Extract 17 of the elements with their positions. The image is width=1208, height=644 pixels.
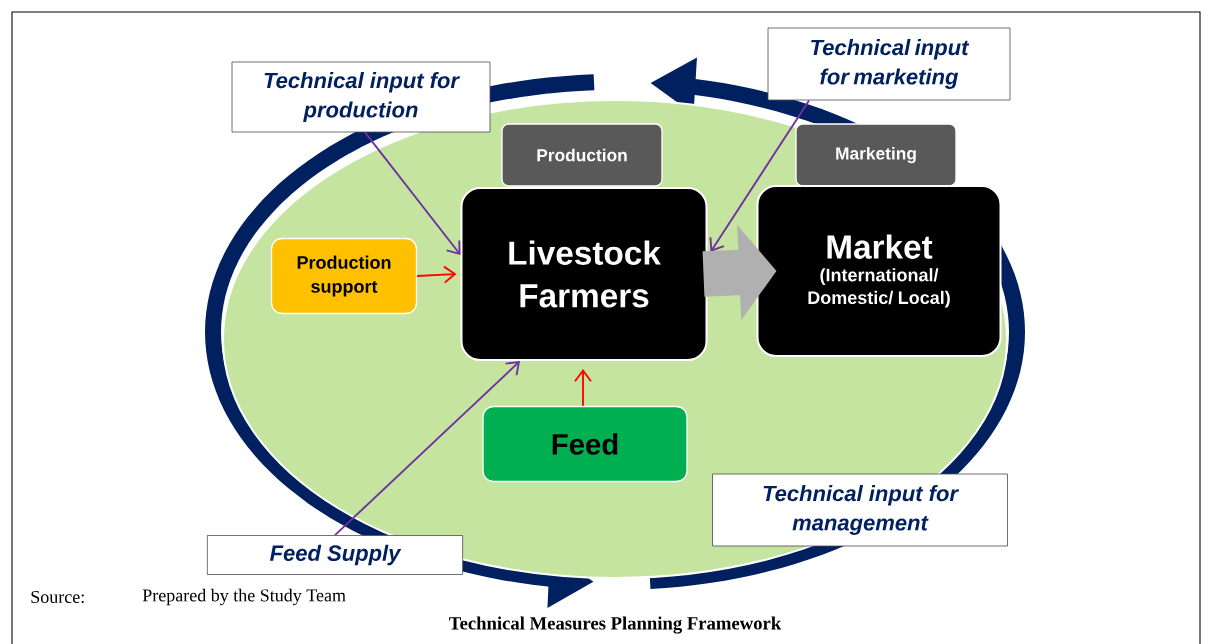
arrow <box>364 131 461 255</box>
source-note: Prepared by the Study Team <box>142 588 346 606</box>
figure-caption: Technical Measures Planning Framework <box>449 616 782 634</box>
callout-box: Technical input for production <box>231 61 491 133</box>
source-note: Source: <box>31 590 84 604</box>
tab-box: Marketing <box>795 123 957 187</box>
tab-box: Production <box>501 123 663 187</box>
arrow <box>709 99 810 252</box>
rounded-box: Livestock Farmers <box>460 187 708 361</box>
callout-box: Technical input for marketing <box>767 27 1011 101</box>
arrow <box>334 361 520 537</box>
rounded-box: Production support <box>270 237 418 315</box>
rounded-box: Feed <box>482 405 688 483</box>
callout-box: Feed Supply <box>206 535 464 575</box>
arrow <box>574 369 592 407</box>
rounded-box: Market (International/ Domestic/ Local) <box>756 185 1002 357</box>
arrow <box>416 265 457 284</box>
